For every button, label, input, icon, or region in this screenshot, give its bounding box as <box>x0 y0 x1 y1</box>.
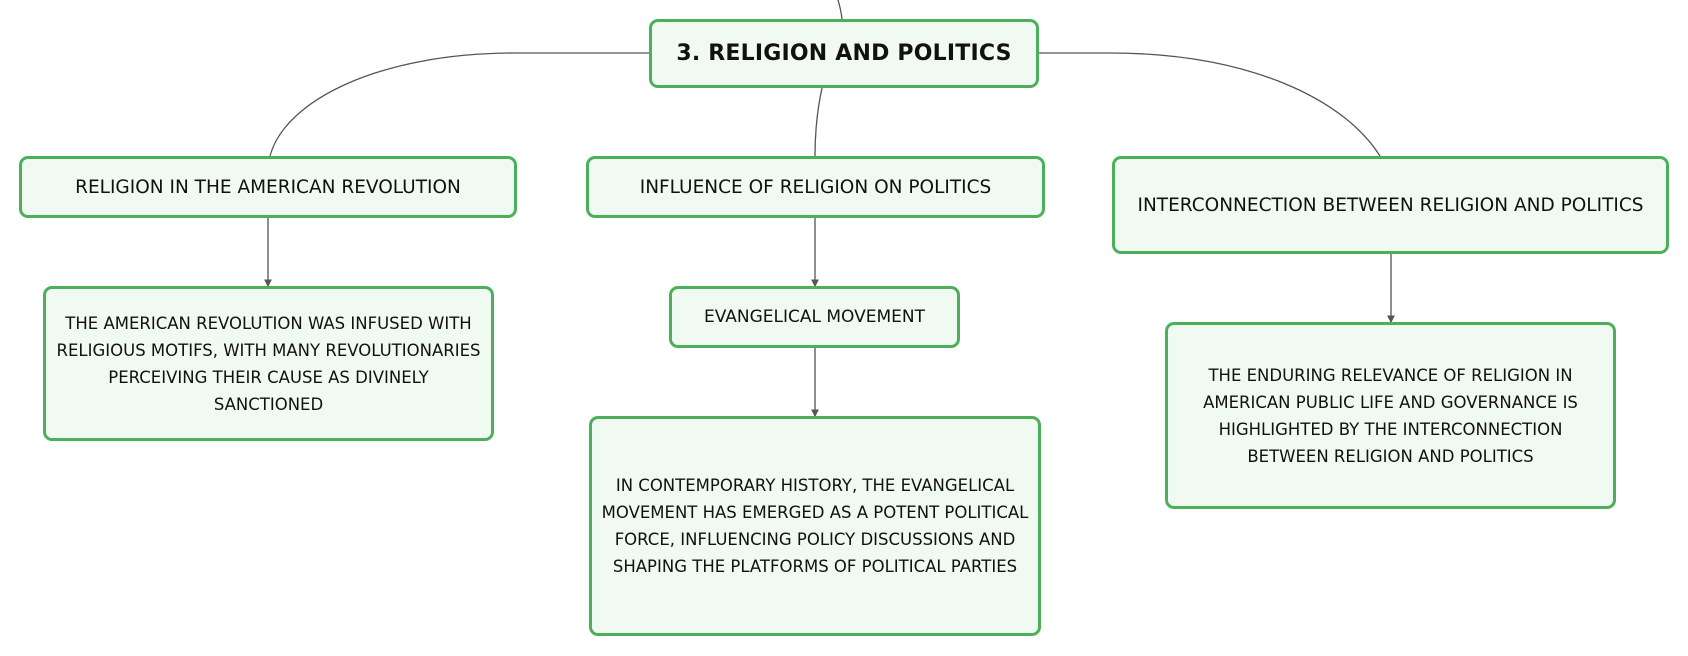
topic-label: INTERCONNECTION BETWEEN RELIGION AND POL… <box>1137 194 1644 216</box>
subtopic-node-evangelical-movement[interactable]: EVANGELICAL MOVEMENT <box>669 286 960 348</box>
connector-root-to-branch-3 <box>1039 52 1381 157</box>
topic-node-religion-in-revolution[interactable]: RELIGION IN THE AMERICAN REVOLUTION <box>19 156 517 218</box>
topic-label: RELIGION IN THE AMERICAN REVOLUTION <box>75 176 461 198</box>
detail-node-evangelical[interactable]: IN CONTEMPORARY HISTORY, THE EVANGELICAL… <box>589 416 1041 636</box>
topic-node-interconnection[interactable]: INTERCONNECTION BETWEEN RELIGION AND POL… <box>1112 156 1669 254</box>
detail-text: THE ENDURING RELEVANCE OF RELIGION IN AM… <box>1203 365 1578 466</box>
connector-root-to-branch-1 <box>269 52 649 157</box>
connector-root-parent <box>837 0 843 20</box>
root-topic-label: 3. RELIGION AND POLITICS <box>676 41 1012 66</box>
detail-text: IN CONTEMPORARY HISTORY, THE EVANGELICAL… <box>601 476 1029 576</box>
detail-text: THE AMERICAN REVOLUTION WAS INFUSED WITH… <box>56 313 481 414</box>
topic-node-influence-of-religion[interactable]: INFLUENCE OF RELIGION ON POLITICS <box>586 156 1045 218</box>
detail-node-interconnection[interactable]: THE ENDURING RELEVANCE OF RELIGION IN AM… <box>1165 322 1616 509</box>
detail-node-revolution[interactable]: THE AMERICAN REVOLUTION WAS INFUSED WITH… <box>43 286 494 441</box>
root-topic-node[interactable]: 3. RELIGION AND POLITICS <box>649 19 1039 88</box>
connector-root-to-branch-2 <box>814 87 823 157</box>
subtopic-label: EVANGELICAL MOVEMENT <box>703 307 926 327</box>
topic-label: INFLUENCE OF RELIGION ON POLITICS <box>639 176 992 198</box>
